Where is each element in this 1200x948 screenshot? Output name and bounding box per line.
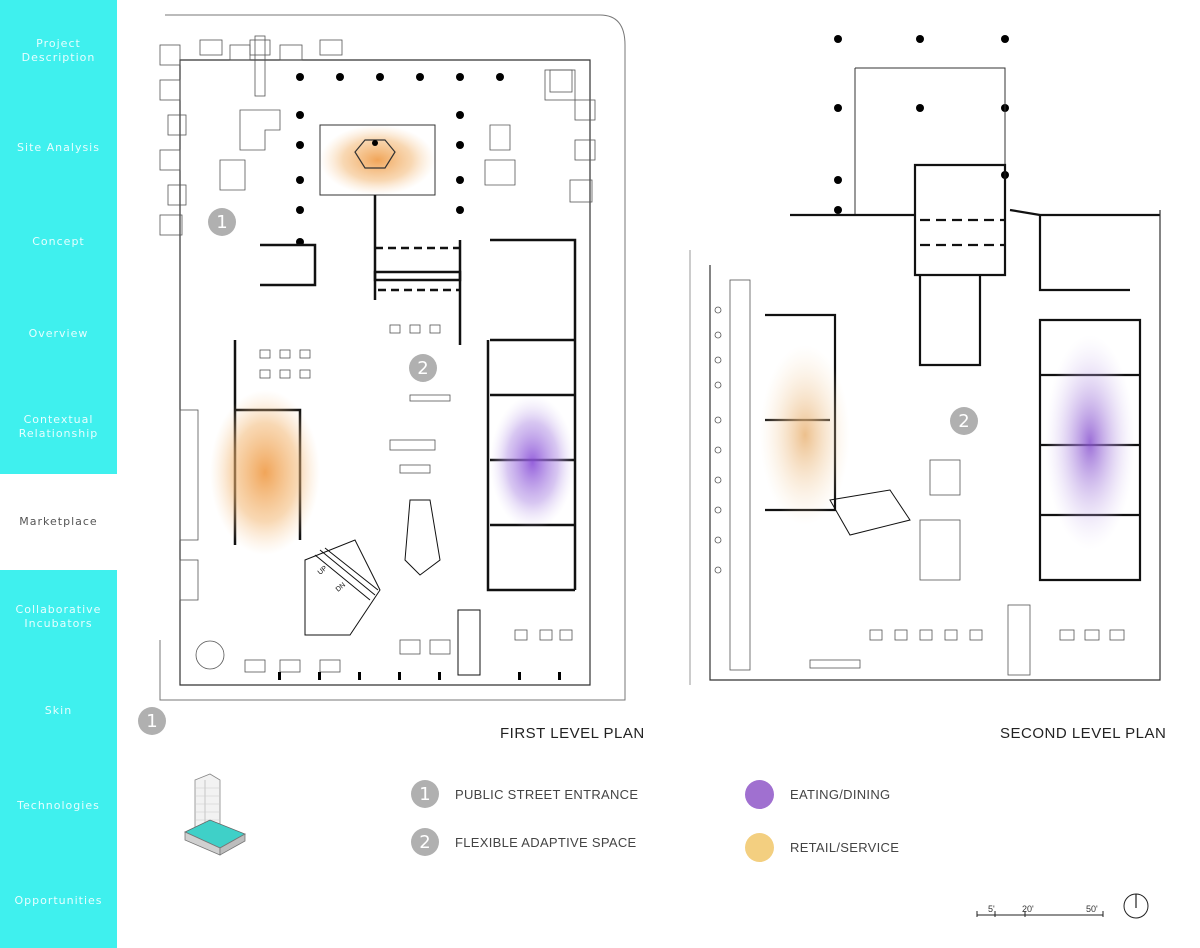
stair-label-dn: DN — [335, 582, 347, 594]
nav-item-collaborative-incubators[interactable]: Collaborative Incubators — [0, 570, 117, 664]
first-level-plan-title: FIRST LEVEL PLAN — [500, 725, 645, 742]
second-level-plan-title: SECOND LEVEL PLAN — [1000, 725, 1167, 742]
marker-entrance-corner: 1 — [138, 707, 166, 735]
legend-label-flexible: FLEXIBLE ADAPTIVE SPACE — [455, 835, 637, 850]
legend-marker-2: 2 — [411, 828, 439, 856]
marker-flex-first: 2 — [409, 354, 437, 382]
section-sidebar: Project Description Site Analysis Concep… — [0, 0, 117, 948]
legend-label-retail: RETAIL/SERVICE — [790, 840, 900, 855]
marker-flex-second: 2 — [950, 407, 978, 435]
stair-label-up: UP — [317, 565, 329, 577]
nav-item-technologies[interactable]: Technologies — [0, 758, 117, 854]
building-axonometric-icon — [184, 773, 246, 856]
nav-item-project-description[interactable]: Project Description — [0, 0, 117, 101]
scale-label-5: 5' — [988, 904, 995, 914]
nav-item-skin[interactable]: Skin — [0, 664, 117, 758]
marker-entrance-first: 1 — [208, 208, 236, 236]
legend-swatch-dining — [745, 780, 774, 809]
legend-swatch-retail — [745, 833, 774, 862]
nav-item-site-analysis[interactable]: Site Analysis — [0, 101, 117, 195]
second-level-plan — [689, 35, 1161, 685]
scale-bar — [976, 911, 1104, 917]
scale-label-50: 50' — [1086, 904, 1098, 914]
nav-item-concept[interactable]: Concept — [0, 195, 117, 289]
north-arrow-icon — [1123, 893, 1149, 919]
scale-label-20: 20' — [1022, 904, 1034, 914]
nav-item-opportunities[interactable]: Opportunities — [0, 854, 117, 948]
nav-item-marketplace[interactable]: Marketplace — [0, 474, 117, 570]
nav-item-overview[interactable]: Overview — [0, 289, 117, 379]
legend-label-entrance: PUBLIC STREET ENTRANCE — [455, 787, 639, 802]
legend-marker-1: 1 — [411, 780, 439, 808]
first-level-plan: UP DN — [159, 14, 626, 701]
legend-label-dining: EATING/DINING — [790, 787, 891, 802]
nav-item-contextual-relationship[interactable]: Contextual Relationship — [0, 379, 117, 474]
